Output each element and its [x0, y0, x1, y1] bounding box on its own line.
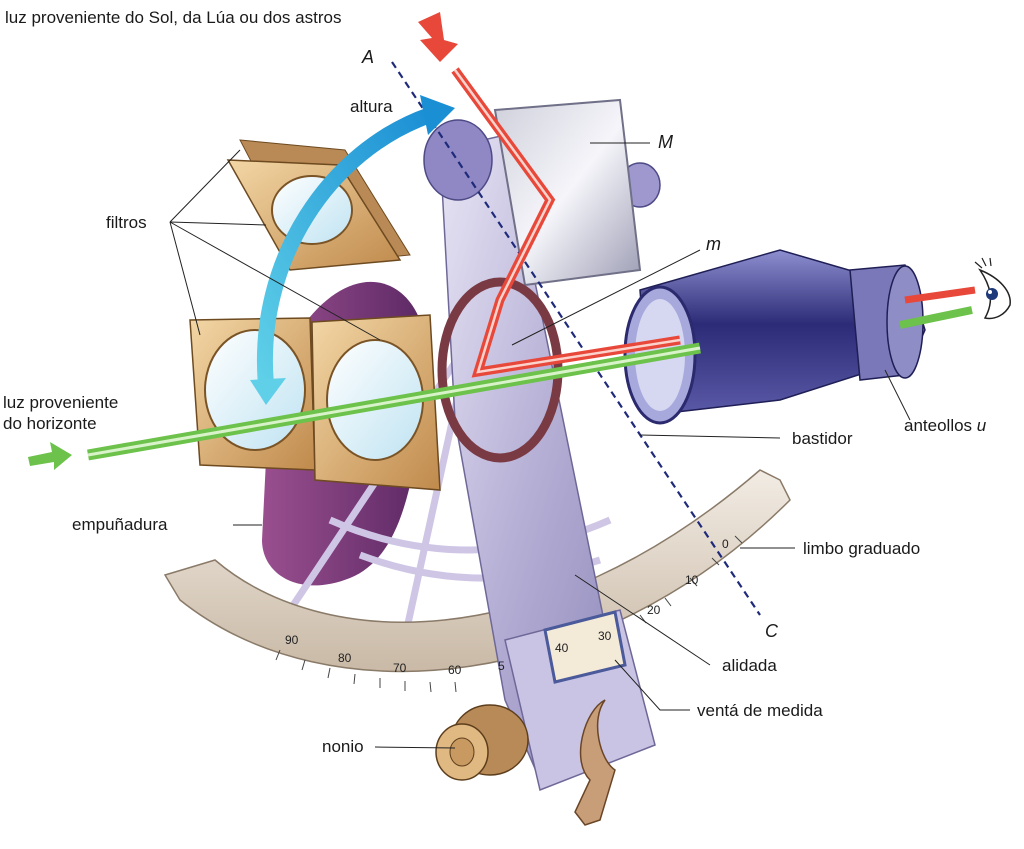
sun-ray-to-eye	[904, 286, 976, 304]
horizon-light-label-line1: luz proveniente	[3, 393, 118, 412]
horizon-light-label-line2: do horizonte	[3, 414, 97, 433]
altitude-arrow-head-top	[420, 95, 455, 135]
vernier-knob	[435, 704, 529, 781]
vernier-label: nonio	[322, 737, 364, 756]
graduated-arc	[163, 469, 791, 673]
scale-5: 5	[498, 659, 505, 673]
filters-label: filtros	[106, 213, 147, 232]
window-30: 30	[598, 629, 612, 643]
scale-80: 80	[338, 651, 352, 665]
altitude-arrow-head-bottom	[250, 378, 286, 405]
frame-label: bastidor	[792, 429, 853, 448]
leader-lines	[169, 142, 911, 749]
horizon-ray-highlight	[87, 346, 701, 457]
clamp	[574, 699, 616, 826]
mirror-small-label: m	[706, 234, 721, 254]
pivot-cylinder	[423, 119, 493, 201]
altitude-label: altura	[350, 97, 393, 116]
sun-ray-highlight	[453, 69, 681, 374]
telescope	[623, 249, 926, 425]
eye-icon	[974, 257, 1011, 320]
graduated-arc-label: limbo graduado	[803, 539, 920, 558]
line-a-c	[391, 61, 761, 616]
arc-tick-marks	[275, 535, 743, 693]
handle-label: empuñadura	[72, 515, 168, 534]
point-a-label: A	[361, 47, 374, 67]
scale-20: 20	[647, 603, 661, 617]
altitude-arrow	[256, 107, 433, 386]
mirror-big-label: M	[658, 132, 673, 152]
scale-0: 0	[722, 537, 729, 551]
telescope-label: anteollos u	[904, 416, 987, 435]
sun-light-label: luz proveniente do Sol, da Lúa ou dos as…	[5, 8, 341, 27]
index-arm-label: alidada	[722, 656, 777, 675]
window-40: 40	[555, 641, 569, 655]
reading-window	[543, 610, 627, 684]
reading-window-label: ventá de medida	[697, 701, 823, 720]
scale-60: 60	[448, 663, 462, 677]
scale-10: 10	[685, 573, 699, 587]
sun-ray-arrow	[418, 12, 458, 62]
scale-70: 70	[393, 661, 407, 675]
horizon-ray-to-eye	[899, 306, 973, 329]
scale-90: 90	[285, 633, 299, 647]
point-c-label: C	[765, 621, 779, 641]
horizon-ray-arrow	[28, 442, 72, 470]
